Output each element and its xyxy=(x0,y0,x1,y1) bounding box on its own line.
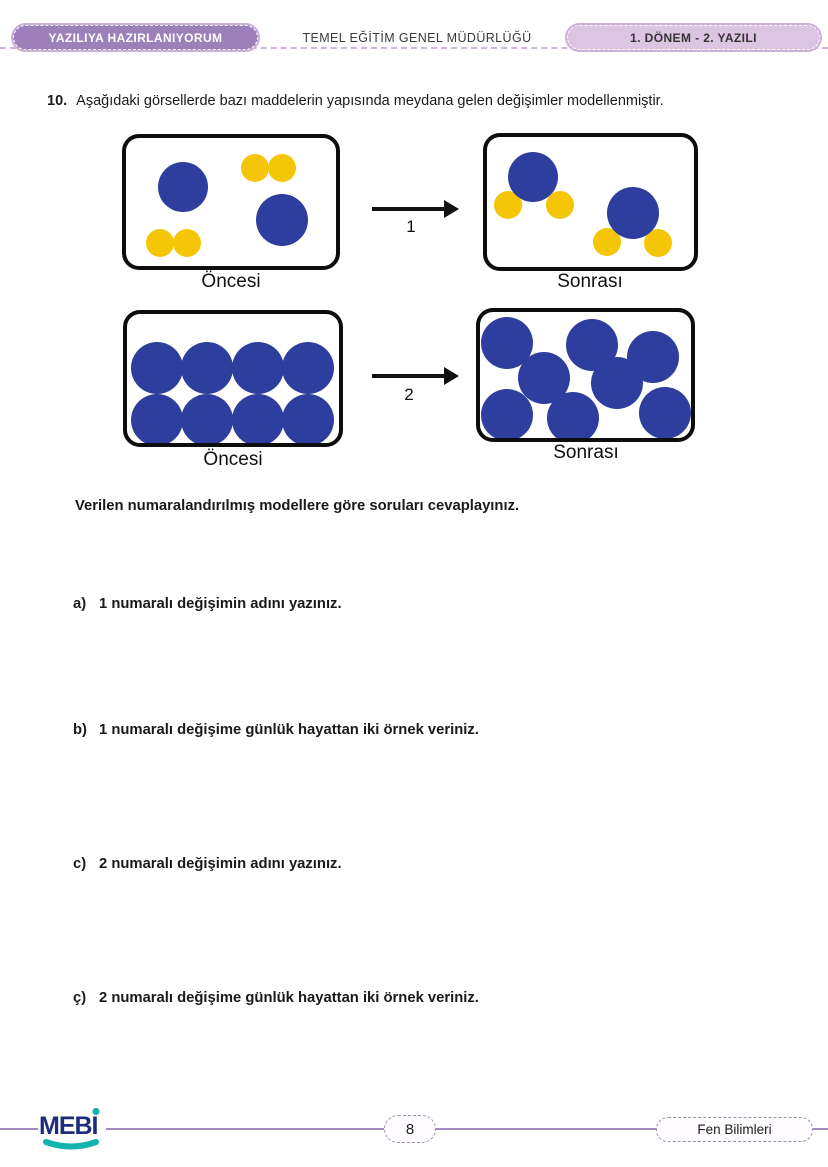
blue-particle xyxy=(181,394,233,443)
page-number-badge: 8 xyxy=(384,1115,436,1143)
subquestion-a-text: 1 numaralı değişimin adını yazınız. xyxy=(99,596,342,612)
subquestion-c-letter: c) xyxy=(73,856,87,872)
header-right-badge-label: 1. DÖNEM - 2. YAZILI xyxy=(630,30,757,45)
yellow-particle xyxy=(241,154,269,182)
blue-particle xyxy=(158,162,208,212)
subquestion-b-text: 1 numaralı değişime günlük hayattan iki … xyxy=(99,722,479,738)
blue-particle xyxy=(131,342,183,394)
page-number: 8 xyxy=(405,1120,415,1138)
blue-particle xyxy=(282,342,334,394)
question-number: 10. xyxy=(47,93,68,109)
subquestion-cc-text: 2 numaralı değişime günlük hayattan iki … xyxy=(99,990,479,1006)
yellow-particle xyxy=(173,229,201,257)
model1-before-label: Öncesi xyxy=(201,271,261,292)
header-left-badge-label: YAZILIYA HAZIRLANIYORUM xyxy=(48,30,223,45)
model2-arrow-icon xyxy=(372,366,459,385)
blue-particle xyxy=(639,387,691,438)
mebi-logo-text: MEBI xyxy=(39,1112,98,1140)
subquestion-a: a) 1 numaralı değişimin adını yazınız. xyxy=(73,596,342,612)
model1-after-label: Sonrası xyxy=(557,271,623,292)
subquestion-b-letter: b) xyxy=(73,722,87,738)
model2-arrow-number: 2 xyxy=(404,385,414,404)
subject-badge: Fen Bilimleri xyxy=(656,1117,813,1142)
blue-particle xyxy=(131,394,183,443)
header-right-badge: 1. DÖNEM - 2. YAZILI xyxy=(567,25,820,50)
model1-arrow-number: 1 xyxy=(406,217,416,236)
model1-arrow-icon xyxy=(372,199,459,218)
model1-before-box xyxy=(122,134,340,270)
subquestion-b: b) 1 numaralı değişime günlük hayattan ik… xyxy=(73,722,479,738)
blue-particle xyxy=(481,389,533,438)
model2-before-label: Öncesi xyxy=(203,449,263,470)
model2-before-box xyxy=(123,310,343,447)
blue-particle xyxy=(232,342,284,394)
yellow-particle xyxy=(268,154,296,182)
question-text: Aşağıdaki görsellerde bazı maddelerin ya… xyxy=(76,93,664,109)
mebi-logo-arc xyxy=(43,1139,99,1150)
blue-particle xyxy=(232,394,284,443)
yellow-particle xyxy=(546,191,574,219)
model2-after-box xyxy=(476,308,695,442)
subquestion-cc-letter: ç) xyxy=(73,990,87,1006)
subquestion-c-text: 2 numaralı değişimin adını yazınız. xyxy=(99,856,342,872)
yellow-particle xyxy=(146,229,174,257)
mebi-logo-dot xyxy=(92,1107,100,1116)
subquestion-a-letter: a) xyxy=(73,596,87,612)
blue-particle xyxy=(508,152,558,202)
blue-particle xyxy=(181,342,233,394)
blue-particle xyxy=(256,194,308,246)
mebi-logo: MEBI xyxy=(38,1104,106,1156)
header-left-badge: YAZILIYA HAZIRLANIYORUM xyxy=(13,25,258,50)
subject-label: Fen Bilimleri xyxy=(697,1122,772,1137)
blue-particle xyxy=(591,357,643,409)
mebi-logo-svg: MEBI xyxy=(39,1107,100,1150)
instruction-text: Verilen numaralandırılmış modellere göre… xyxy=(75,498,520,514)
header-dashed-divider xyxy=(0,47,828,49)
blue-particle xyxy=(282,394,334,443)
model1-after-box xyxy=(483,133,698,271)
blue-particle xyxy=(547,392,599,438)
subquestion-c: c) 2 numaralı değişimin adını yazınız. xyxy=(73,856,342,872)
question-line: 10. Aşağıdaki görsellerde bazı maddelerin… xyxy=(47,91,807,111)
header-center-title: TEMEL EĞİTİM GENEL MÜDÜRLÜĞÜ xyxy=(262,31,572,45)
blue-particle xyxy=(607,187,659,239)
subquestion-cc: ç) 2 numaralı değişime günlük hayattan ik… xyxy=(73,990,479,1006)
model2-after-label: Sonrası xyxy=(553,442,619,463)
